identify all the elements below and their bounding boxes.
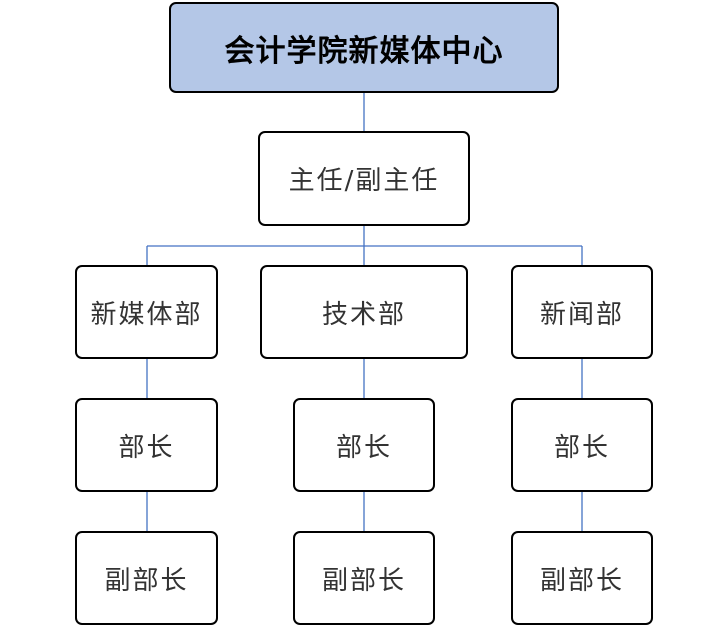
node-news-dept: 新闻部: [511, 265, 653, 359]
node-new-media-dept: 新媒体部: [75, 265, 218, 359]
node-news-head: 部长: [511, 398, 653, 492]
node-tech-head: 部长: [293, 398, 435, 492]
node-new-media-deputy: 副部长: [75, 531, 218, 625]
node-new-media-head-label: 部长: [118, 432, 175, 463]
node-new-media-head: 部长: [75, 398, 218, 492]
node-tech-dept-label: 技术部: [321, 299, 406, 330]
node-media-center: 会计学院新媒体中心: [169, 2, 559, 93]
node-director-label: 主任/副主任: [288, 166, 440, 196]
node-media-center-label: 会计学院新媒体中心: [224, 33, 504, 69]
node-tech-deputy-label: 副部长: [321, 565, 406, 596]
node-news-dept-label: 新闻部: [539, 299, 624, 330]
node-news-deputy-label: 副部长: [539, 565, 624, 596]
node-director: 主任/副主任: [258, 131, 470, 226]
node-new-media-deputy-label: 副部长: [104, 565, 189, 596]
node-news-head-label: 部长: [553, 432, 610, 463]
node-tech-dept: 技术部: [260, 265, 468, 359]
node-new-media-dept-label: 新媒体部: [90, 299, 203, 330]
node-news-deputy: 副部长: [511, 531, 653, 625]
node-tech-head-label: 部长: [335, 432, 392, 463]
node-tech-deputy: 副部长: [293, 531, 435, 625]
